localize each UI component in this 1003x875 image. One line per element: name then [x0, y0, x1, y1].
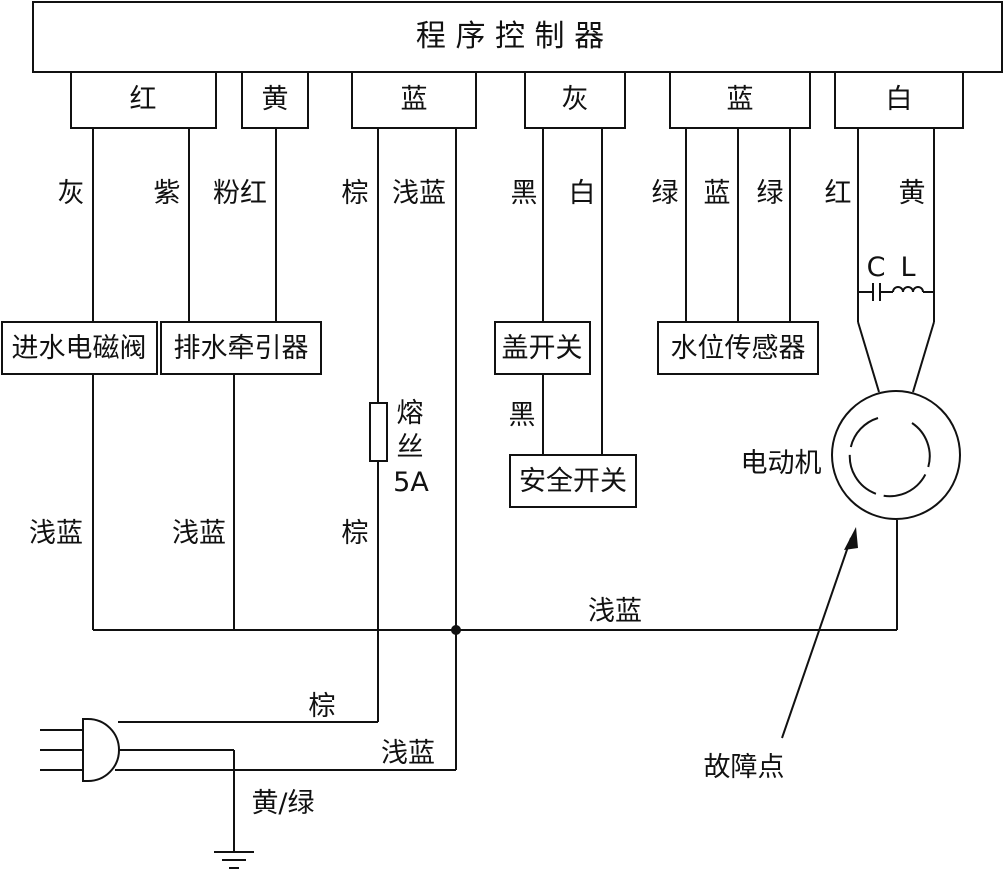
drain-puller: 排水牵引器 [160, 321, 322, 375]
wire-label-green-1: 绿 [652, 178, 679, 209]
svg-text:进水电磁阀: 进水电磁阀 [12, 333, 147, 364]
wire-label-blue: 蓝 [704, 178, 731, 209]
svg-text:5A: 5A [393, 467, 429, 498]
water-level-sensor: 水位传感器 [657, 321, 819, 375]
wire-label-yellow: 黄 [899, 178, 926, 209]
terminal-white: 白 [834, 71, 964, 129]
svg-text:L: L [900, 252, 915, 283]
controller-box [32, 1, 1003, 73]
svg-text:红: 红 [130, 84, 157, 115]
svg-text:电动机: 电动机 [741, 448, 822, 479]
wire-label-black: 黑 [511, 178, 538, 209]
fault-arrow [781, 527, 858, 739]
svg-text:C: C [867, 252, 886, 283]
terminal-blue-1: 蓝 [351, 71, 477, 129]
terminal-gray: 灰 [524, 71, 626, 129]
fault-point-label: 故障点 [704, 752, 785, 783]
wire-label-green-2: 绿 [757, 178, 784, 209]
fuse: 熔 丝 5A [369, 398, 429, 498]
terminal-blue-2: 蓝 [669, 71, 811, 129]
wires-lower [92, 374, 898, 631]
svg-text:白: 白 [886, 84, 913, 115]
controller-title: 程 序 控 制 器 [416, 19, 604, 54]
svg-text:灰: 灰 [562, 84, 589, 115]
svg-text:排水牵引器: 排水牵引器 [174, 333, 309, 364]
wire-label-brown: 棕 [342, 178, 369, 209]
svg-text:蓝: 蓝 [401, 84, 428, 115]
wires-top [92, 128, 935, 770]
wire-label-plug-brown: 棕 [309, 691, 336, 722]
wire-label-pink: 粉红 [213, 178, 267, 209]
ground-icon [214, 851, 254, 869]
wire-label-black-2: 黑 [509, 400, 536, 431]
wire-label-brown-2: 棕 [342, 518, 369, 549]
svg-text:熔: 熔 [397, 398, 424, 429]
junction-dot [451, 625, 461, 635]
power-plug [40, 718, 456, 852]
inlet-valve: 进水电磁阀 [1, 321, 158, 375]
svg-text:黄: 黄 [262, 84, 289, 115]
terminal-red: 红 [70, 71, 217, 129]
terminal-yellow: 黄 [241, 71, 309, 129]
svg-text:丝: 丝 [397, 432, 424, 463]
wire-label-plug-lightblue: 浅蓝 [381, 738, 435, 769]
svg-text:蓝: 蓝 [727, 84, 754, 115]
wire-label-lightblue-inlet: 浅蓝 [29, 518, 83, 549]
cl-filter: C L [858, 252, 934, 301]
svg-text:盖开关: 盖开关 [502, 333, 583, 364]
wire-label-ground: 黄/绿 [251, 788, 314, 819]
svg-text:水位传感器: 水位传感器 [671, 333, 806, 364]
svg-text:安全开关: 安全开关 [519, 466, 627, 497]
wire-label-gray: 灰 [58, 178, 85, 209]
lid-switch: 盖开关 [494, 321, 591, 375]
wire-label-lightblue-bus: 浅蓝 [588, 596, 642, 627]
wire-label-white: 白 [569, 178, 596, 209]
safety-switch: 安全开关 [509, 454, 637, 508]
wire-label-purple: 紫 [154, 178, 181, 209]
motor: 电动机 [741, 321, 961, 520]
wire-label-red: 红 [825, 178, 852, 209]
wire-label-lightblue: 浅蓝 [392, 178, 446, 209]
wire-label-lightblue-drain: 浅蓝 [172, 518, 226, 549]
